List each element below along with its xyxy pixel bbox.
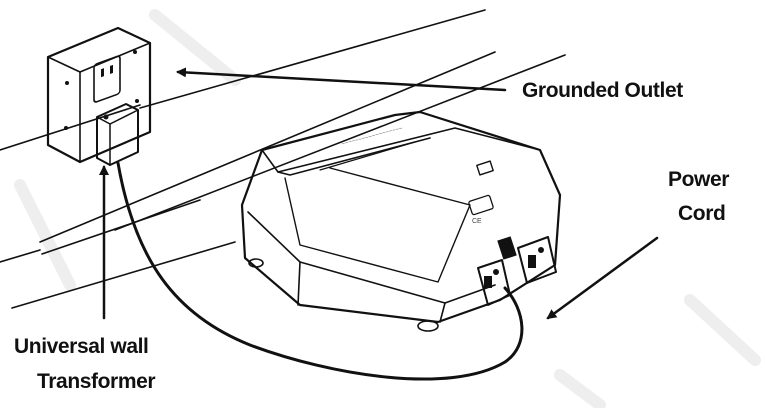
grounded-outlet xyxy=(46,26,152,164)
power-cord-label-line1: Power xyxy=(668,168,729,191)
wall-transformer xyxy=(96,103,139,166)
svg-text:~~~~~~~~~~~~~~~~~~: ~~~~~~~~~~~~~~~~~~ xyxy=(341,126,404,148)
transformer-label-line2: Transformer xyxy=(37,370,155,393)
svg-text:CE: CE xyxy=(472,218,482,225)
cord-callout-arrow xyxy=(546,236,659,320)
outlet-label: Grounded Outlet xyxy=(522,79,683,102)
watermark xyxy=(14,9,761,408)
transformer-label-line1: Universal wall xyxy=(14,335,148,358)
outlet-callout-arrow xyxy=(176,67,507,92)
floor-lines xyxy=(0,9,566,309)
cord-connector-left xyxy=(477,259,511,306)
cord-connector-right xyxy=(517,236,557,284)
power-cord-label-line2: Cord xyxy=(678,202,725,225)
power-cord xyxy=(116,161,524,381)
controller-device: ~~~~~~~~~~~~~~~~~~ CE xyxy=(240,110,562,332)
outlet-face xyxy=(93,55,121,103)
